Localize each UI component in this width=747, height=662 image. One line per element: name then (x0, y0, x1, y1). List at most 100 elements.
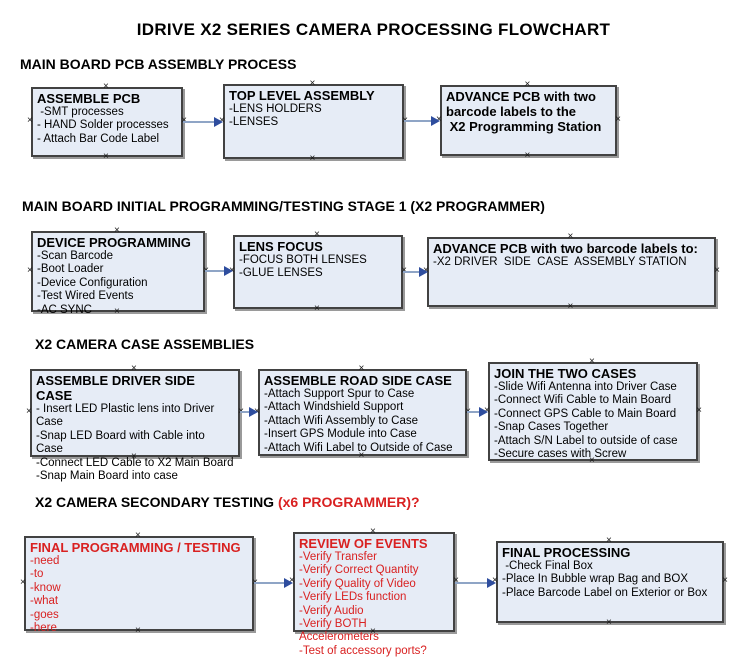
box-join-the-two-cases: JOIN THE TWO CASES -Slide Wifi Antenna i… (484, 357, 702, 466)
box-item: -what (30, 595, 59, 608)
arrowhead-icon (214, 117, 223, 127)
section-header-pcb-assembly: MAIN BOARD PCB ASSEMBLY PROCESS (20, 56, 297, 72)
arrowhead-icon (479, 407, 488, 417)
box-item: - Attach Bar Code Label (37, 132, 160, 145)
box-title: ASSEMBLE DRIVER SIDE CASE (36, 373, 199, 403)
box-final-programming-testing: FINAL PROGRAMMING / TESTING -need -to -k… (20, 531, 258, 636)
box-item: -Check Final Box (502, 560, 593, 572)
box-item: -Attach Windshield Support (264, 401, 404, 414)
connection-point-icon: × (714, 265, 720, 276)
flow-connector (254, 578, 293, 588)
connection-point-icon: × (103, 151, 109, 162)
connection-point-icon: × (309, 153, 316, 164)
box-item: -Snap Main Board into case (36, 470, 178, 483)
section-header-text: X2 CAMERA SECONDARY TESTING (35, 494, 278, 510)
flow-connector (455, 578, 496, 588)
box-item: -Connect Wifi Cable to Main Board (494, 394, 672, 407)
box-title: REVIEW OF EVENTS (299, 536, 428, 551)
page-title: IDRIVE X2 SERIES CAMERA PROCESSING FLOWC… (136, 20, 611, 39)
box-item: -Snap Cases Together (494, 421, 609, 434)
arrowhead-icon (284, 578, 293, 588)
connection-point-icon: × (524, 150, 531, 161)
connection-point-icon: × (722, 575, 728, 586)
box-item: -Place Barcode Label on Exterior or Box (502, 586, 708, 599)
box-item: -GLUE LENSES (239, 267, 323, 280)
box-item: - Insert LED Plastic lens into Driver Ca… (36, 403, 218, 429)
box-item: -Verify BOTH Accelerometers (299, 618, 379, 644)
box-title: ASSEMBLE PCB (37, 91, 141, 106)
arrowhead-icon (224, 266, 233, 276)
box-item: -Attach Support Spur to Case (264, 388, 415, 400)
box-item: -to (30, 568, 44, 581)
section-header-secondary-testing: X2 CAMERA SECONDARY TESTING (x6 PROGRAMM… (35, 494, 420, 510)
flow-connector (240, 407, 258, 417)
box-item: -Verify Audio (299, 604, 364, 617)
box-title: DEVICE PROGRAMMING (37, 235, 191, 250)
box-assemble-driver-side-case: ASSEMBLE DRIVER SIDE CASE - Insert LED P… (26, 364, 244, 483)
box-item: -Snap LED Board with Cable into Case (36, 429, 208, 456)
connection-point-icon: × (567, 301, 574, 312)
box-item: -Connect GPS Cable to Main Board (494, 407, 677, 420)
flow-connector (467, 407, 488, 417)
box-item: -LENS HOLDERS (229, 103, 322, 115)
box-item: -SMT processes (37, 106, 124, 118)
box-advance-pcb-driver-side: ADVANCE PCB with two barcode labels to: … (423, 232, 720, 312)
box-title: ASSEMBLE ROAD SIDE CASE (264, 373, 452, 388)
box-item: -X2 DRIVER SIDE CASE ASSEMBLY STATION (433, 256, 687, 268)
connection-point-icon: × (26, 406, 32, 417)
box-item: -Secure cases with Screw (494, 448, 627, 461)
box-lens-focus: LENS FOCUS -FOCUS BOTH LENSES -GLUE LENS… (229, 230, 407, 314)
box-item: -Verify LEDs function (299, 591, 407, 604)
arrowhead-icon (431, 116, 440, 126)
connection-point-icon: × (606, 617, 612, 628)
box-item: -Place In Bubble wrap Bag and BOX (502, 573, 689, 586)
box-item: -Attach Wifi Assembly to Case (264, 414, 419, 427)
connection-point-icon: × (453, 575, 459, 586)
flow-connector (404, 116, 440, 126)
box-item: -Device Configuration (37, 276, 148, 289)
box-item: -Attach Wifi Label to Outside of Case (264, 441, 453, 454)
box-item: -Boot Loader (37, 263, 104, 276)
box-item: -Insert GPS Module into Case (264, 428, 417, 441)
box-item: -goes (30, 608, 59, 621)
box-item: -AC SYNC (37, 303, 92, 316)
section-header-initial-programming: MAIN BOARD INITIAL PROGRAMMING/TESTING S… (22, 198, 545, 214)
box-item: -know (30, 581, 61, 594)
arrowhead-icon (249, 407, 258, 417)
box-title: ADVANCE PCB with two barcode labels to t… (446, 89, 602, 134)
box-assemble-road-side-case: ASSEMBLE ROAD SIDE CASE -Attach Support … (254, 364, 471, 461)
box-advance-pcb-programming-station: ADVANCE PCB with two barcode labels to t… (436, 80, 621, 161)
box-item: -Test Wired Events (37, 290, 134, 303)
box-item: -LENSES (229, 116, 279, 129)
box-item: -here (30, 622, 57, 635)
box-title: ADVANCE PCB with two barcode labels to: (433, 241, 698, 256)
arrowhead-icon (487, 578, 496, 588)
box-item: - HAND Solder processes (37, 119, 169, 132)
section-header-case-assemblies: X2 CAMERA CASE ASSEMBLIES (35, 336, 255, 352)
box-title: FINAL PROGRAMMING / TESTING (30, 540, 241, 555)
box-item: -need (30, 555, 60, 567)
box-title: TOP LEVEL ASSEMBLY (229, 88, 375, 103)
box-item: -FOCUS BOTH LENSES (239, 254, 367, 266)
box-top-level-assembly: TOP LEVEL ASSEMBLY -LENS HOLDERS -LENSES… (219, 79, 408, 164)
box-review-of-events: REVIEW OF EVENTS -Verify Transfer -Verif… (289, 527, 459, 657)
connection-point-icon: × (20, 576, 26, 588)
box-assemble-pcb: ASSEMBLE PCB -SMT processes - HAND Solde… (27, 82, 187, 162)
box-device-programming: DEVICE PROGRAMMING -Scan Barcode -Boot L… (27, 226, 209, 317)
box-item: -Slide Wifi Antenna into Driver Case (494, 381, 677, 393)
connection-point-icon: × (314, 303, 320, 314)
box-item: -Connect LED Cable to X2 Main Board (36, 456, 234, 469)
flow-connector (205, 266, 233, 276)
connection-point-icon: × (615, 113, 621, 125)
box-item-overflow: -Test of accessory ports? (299, 644, 427, 657)
box-item: -Verify Quality of Video (299, 577, 416, 590)
box-title: FINAL PROCESSING (502, 545, 631, 560)
box-final-processing: FINAL PROCESSING -Check Final Box -Place… (492, 536, 728, 628)
box-title: JOIN THE TWO CASES (494, 366, 637, 381)
connection-point-icon: × (27, 264, 33, 276)
box-item: -Attach S/N Label to outside of case (494, 434, 678, 447)
flow-connector (403, 267, 428, 277)
box-title: LENS FOCUS (239, 239, 323, 254)
flow-connector (183, 117, 223, 127)
